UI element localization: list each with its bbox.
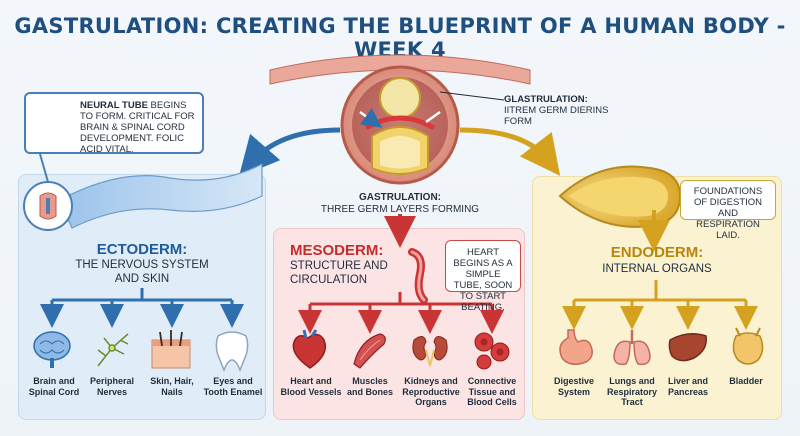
top-gastrulation-label: GLASTRULATION: IITREM GERM DIERINS FORM [504, 94, 609, 127]
endoderm-subtitle: INTERNAL ORGANS [602, 263, 712, 275]
ectoderm-branches [40, 288, 244, 328]
endoderm-item-digestive: Digestive System [553, 376, 595, 397]
endoderm-item-lungs: Lungs and Respiratory Tract [606, 376, 658, 407]
neural-tube-callout: NEURAL TUBE BEGINS TO FORM. CRITICAL FOR… [24, 92, 204, 155]
ectoderm-item-eyes: Eyes and Tooth Enamel [203, 376, 263, 397]
kidney-icon [412, 336, 448, 367]
endoderm-heading: ENDODERM: [610, 244, 704, 261]
lungs-icon [613, 330, 651, 366]
brain-icon [33, 331, 71, 368]
mesoderm-item-heart: Heart and Blood Vessels [280, 376, 342, 397]
muscle-icon [353, 333, 386, 369]
endoderm-item-liver: Liver and Pancreas [667, 376, 709, 397]
ectoderm-item-nerves: Peripheral Nerves [89, 376, 135, 397]
skin-icon [151, 330, 191, 369]
nerve-icon [97, 333, 129, 367]
mid-gastrulation-label: GASTRULATION: THREE GERM LAYERS FORMING [320, 192, 480, 215]
blood-cells-icon [474, 332, 510, 370]
page-title: GASTRULATION: CREATING THE BLUEPRINT OF … [14, 14, 786, 62]
ectoderm-heading: ECTODERM: [96, 241, 188, 258]
heart-icon [292, 329, 327, 369]
ectoderm-subtitle: THE NERVOUS SYSTEM AND SKIN [75, 259, 209, 285]
mesoderm-branches [298, 292, 504, 334]
mesoderm-item-kidneys: Kidneys and Reproductive Organs [402, 376, 460, 407]
tooth-icon [215, 331, 249, 373]
bladder-icon [732, 327, 764, 365]
ectoderm-item-brain: Brain and Spinal Cord [28, 376, 80, 397]
ectoderm-tissue [23, 163, 263, 231]
heart-callout: HEART BEGINS AS A SIMPLE TUBE, SOON TO S… [445, 240, 521, 313]
endoderm-branches [562, 280, 758, 330]
mesoderm-heading: MESODERM: [290, 242, 384, 259]
ectoderm-item-skin: Skin, Hair, Nails [150, 376, 194, 397]
mesoderm-item-muscles: Muscles and Bones [346, 376, 393, 397]
heart-tube-icon [408, 248, 428, 304]
endoderm-item-bladder: Bladder [729, 376, 763, 386]
endoderm-tissue [558, 165, 682, 252]
mesoderm-item-connective: Connective Tissue and Blood Cells [467, 376, 517, 407]
gastrulation-embryo [340, 65, 460, 185]
foundations-callout: FOUNDATIONS OF DIGESTION AND RESPIRATION… [680, 180, 776, 241]
mesoderm-subtitle: STRUCTURE AND CIRCULATION [290, 260, 388, 286]
stomach-icon [559, 329, 593, 365]
liver-icon [668, 333, 707, 362]
